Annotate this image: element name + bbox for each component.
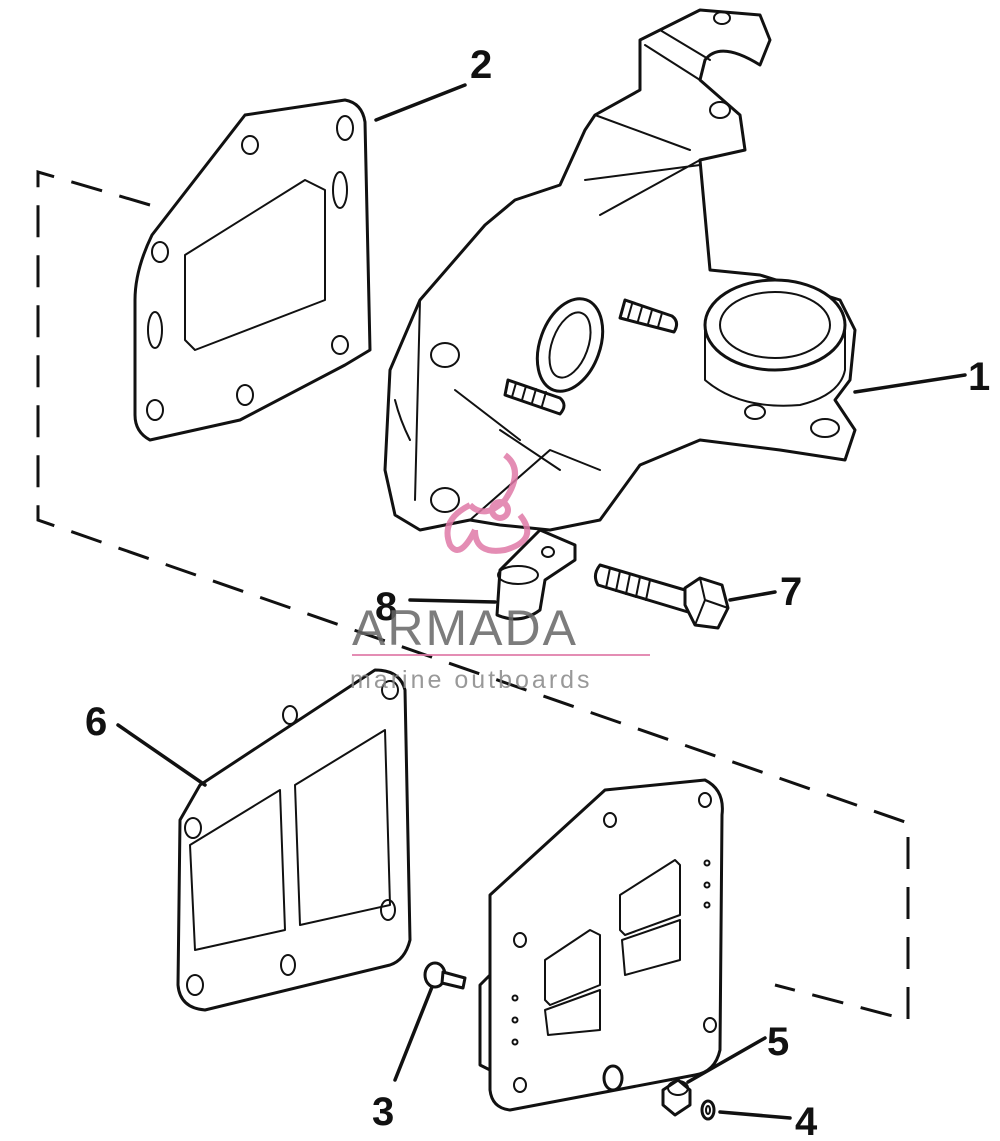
watermark-title: ARMADA [352,600,578,656]
washer [700,1099,716,1121]
callout-7: 7 [780,570,802,614]
callout-8: 8 [375,585,397,629]
callout-3: 3 [372,1090,394,1134]
bolt [593,563,730,630]
callout-6: 6 [85,700,107,744]
upper-gasket [133,98,372,442]
hose-clip [495,528,577,621]
assembly-guide-lines [36,169,910,1022]
watermark-subtitle: marine outboards [350,666,593,694]
reed-plate [478,778,724,1112]
screw [423,961,467,990]
callout-2: 2 [470,43,492,87]
adapter-housing [383,8,857,532]
callout-1: 1 [968,355,990,399]
spacer [661,1078,692,1117]
callout-4: 4 [795,1100,818,1141]
housing-studs [503,298,679,416]
watermark: ARMADA marine outboards [350,452,650,694]
lower-gasket [176,668,412,1012]
leader-lines [116,83,967,1120]
callout-5: 5 [767,1020,789,1064]
watermark-logo [444,452,531,554]
